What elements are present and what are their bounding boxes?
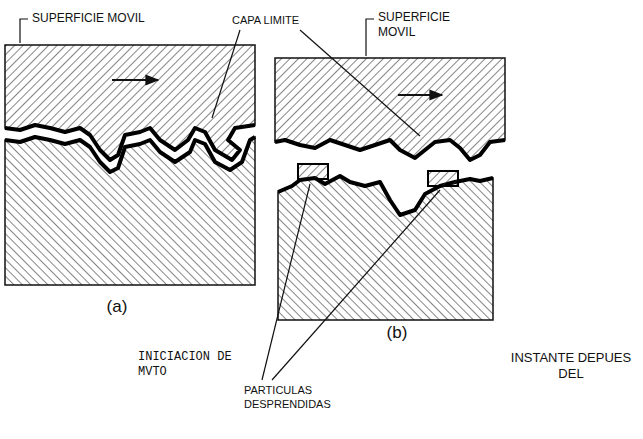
label-text: PARTICULAS DESPRENDIDAS [244,384,354,412]
label-text: SUPERFICIE MOVIL [32,11,145,26]
label-text: (a) [92,296,142,317]
boundary-layer [278,176,493,215]
leader-line [272,190,440,380]
part-label: (b) [372,322,422,343]
part-label: (a) [92,296,142,317]
boundary-layer [275,140,505,160]
label-text: CAPA LIMITE [232,14,299,28]
motion-arrow [398,94,442,96]
part-label: INSTANTE DEPUES DEL [505,350,637,383]
detached-particle [428,171,458,186]
label-text: INICIACION DE MVTO [138,350,238,380]
label-text: SUPERFICIE MOVIL [378,10,464,40]
label-text: (b) [372,322,422,343]
leader-line [366,19,374,56]
fixed-block [5,137,255,285]
leader-line [262,184,310,380]
part-label: SUPERFICIE MOVIL [32,11,145,26]
leader-line [300,30,420,136]
part-label: PARTICULAS DESPRENDIDAS [244,384,354,412]
part-label: INICIACION DE MVTO [138,350,238,380]
label-text: INSTANTE DEPUES DEL [505,350,637,383]
fixed-block [278,176,493,320]
boundary-layer [5,137,255,172]
part-label: CAPA LIMITE [232,14,299,28]
motion-arrow [112,79,158,81]
part-label: SUPERFICIE MOVIL [378,10,464,40]
detached-particle [298,164,328,179]
leader-line [20,19,28,43]
leader-line [212,30,240,118]
